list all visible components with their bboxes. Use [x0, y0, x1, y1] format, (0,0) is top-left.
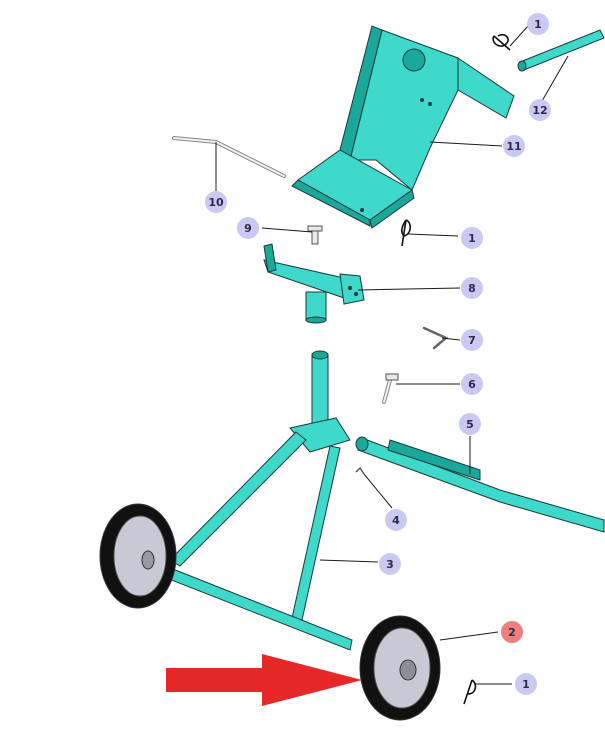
callout-bubble: [515, 673, 537, 695]
part-3-main-frame: [145, 350, 353, 651]
part-1-r-clip-middle: [401, 219, 412, 247]
red-arrow: [166, 654, 362, 706]
leader-lines: [215, 25, 569, 685]
callout-bubble: [385, 509, 407, 531]
callout-bubble: [503, 135, 525, 157]
callout-bubble: [529, 99, 551, 121]
callout-label: 7: [468, 334, 476, 347]
callout-1: 1: [527, 13, 549, 35]
callout-5: 5: [459, 413, 481, 435]
callout-bubble: [461, 373, 483, 395]
callout-label: 8: [468, 282, 476, 295]
part-5-push-handle: [355, 436, 605, 533]
callout-label: 1: [534, 18, 542, 31]
callout-4: 4: [385, 509, 407, 531]
callout-label: 9: [244, 222, 252, 235]
part-6-bolt: [382, 373, 399, 404]
callout-label: 11: [506, 140, 521, 153]
callout-1: 1: [515, 673, 537, 695]
callout-8: 8: [461, 277, 483, 299]
callout-10: 10: [205, 191, 227, 213]
part-4-clip: [355, 466, 365, 475]
part-11-seat-tray: [291, 25, 515, 229]
callout-label: 5: [466, 418, 474, 431]
callout-bubble: [527, 13, 549, 35]
callout-label: 1: [522, 678, 530, 691]
callout-bubble: [205, 191, 227, 213]
callout-bubble: [461, 329, 483, 351]
callout-12: 12: [529, 99, 551, 121]
callout-6: 6: [461, 373, 483, 395]
callout-label: 4: [392, 514, 400, 527]
callout-label: 12: [532, 104, 547, 117]
callout-bubble: [379, 553, 401, 575]
callout-bubble: [501, 621, 523, 643]
callouts: 1 12 11 10 9 1 8 7 6 5 4 3 2 1: [205, 13, 551, 695]
callout-bubble: [461, 227, 483, 249]
part-1-r-clip-bottom: [463, 679, 477, 705]
callout-bubble: [459, 413, 481, 435]
callout-9: 9: [237, 217, 259, 239]
part-12-handle-tube: [517, 29, 605, 72]
callout-label: 6: [468, 378, 476, 391]
callout-label: 10: [208, 196, 224, 209]
callout-bubble: [461, 277, 483, 299]
part-10-l-rod: [172, 136, 286, 178]
callout-label: 1: [468, 232, 476, 245]
part-1-r-clip-top: [492, 33, 511, 51]
callout-7: 7: [461, 329, 483, 351]
callout-1: 1: [461, 227, 483, 249]
callout-2-highlight: 2: [501, 621, 523, 643]
callout-label: 2: [508, 626, 516, 639]
callout-label: 3: [386, 558, 394, 571]
callout-3: 3: [379, 553, 401, 575]
callout-bubble: [237, 217, 259, 239]
part-2-right-wheel: [359, 615, 441, 721]
part-8-seat-mount: [263, 243, 365, 324]
part-9-bolt: [307, 225, 323, 245]
left-wheel: [99, 503, 177, 609]
callout-11: 11: [503, 135, 525, 157]
